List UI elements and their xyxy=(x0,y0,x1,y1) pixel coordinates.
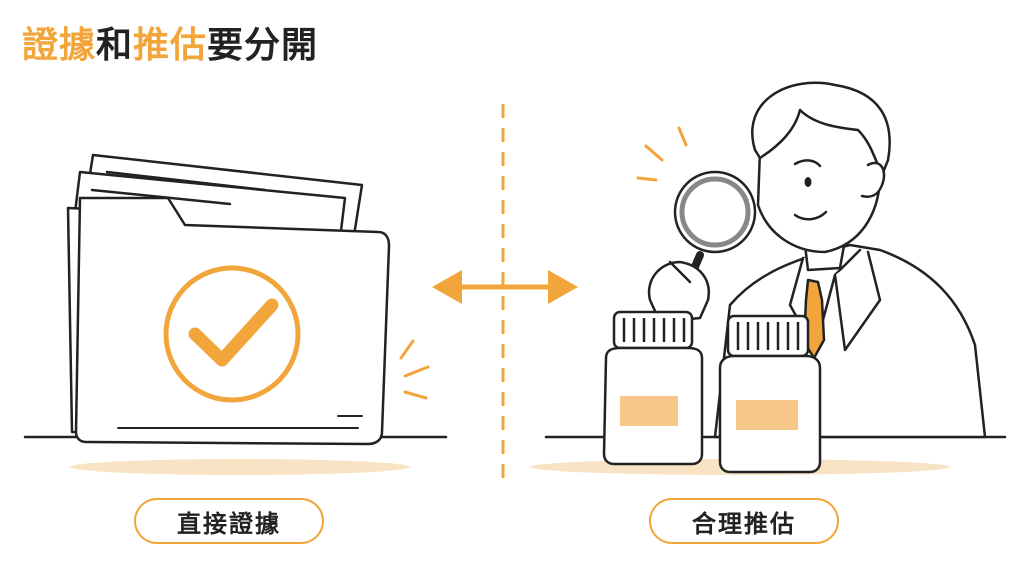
label-direct-evidence: 直接證據 xyxy=(134,498,324,544)
bottle-icon-2 xyxy=(718,314,822,474)
folder-check-icon xyxy=(66,153,391,446)
magnifier-icon xyxy=(647,170,757,324)
left-shadow xyxy=(70,459,410,475)
title-and: 和 xyxy=(96,25,134,66)
sparkle-lines-left xyxy=(399,339,430,400)
bottle-icon-1 xyxy=(602,310,704,466)
page-title: 證據和推估要分開 xyxy=(22,22,318,70)
sparkle-lines-right xyxy=(636,126,688,182)
double-arrow-icon xyxy=(432,270,578,304)
title-evidence: 證據 xyxy=(22,25,97,66)
check-circle-icon xyxy=(163,265,301,403)
label-reasonable-estimate: 合理推估 xyxy=(649,498,839,544)
title-separate: 要分開 xyxy=(207,25,319,66)
title-estimate: 推估 xyxy=(133,25,208,66)
